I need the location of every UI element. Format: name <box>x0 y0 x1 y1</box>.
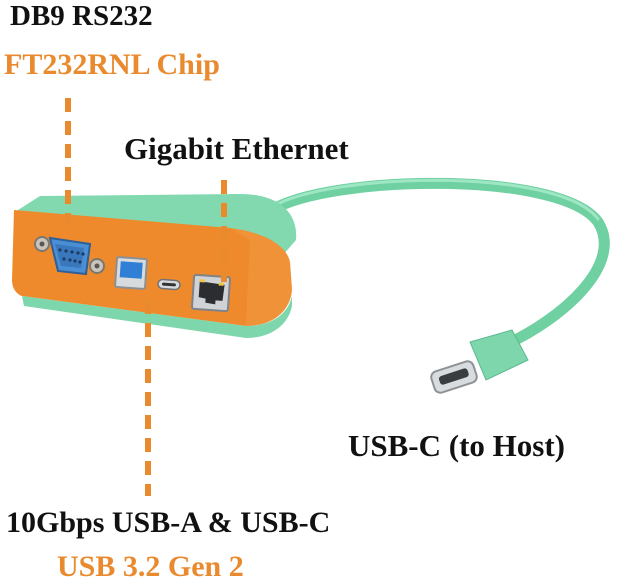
usb-a-port <box>114 256 148 290</box>
db9-label: DB9 RS232 <box>10 0 153 32</box>
usb-gen-label: USB 3.2 Gen 2 <box>57 550 244 583</box>
usb-c-cable-highlight <box>270 178 600 221</box>
db9-port <box>34 236 105 276</box>
host-connector-label: USB-C (to Host) <box>348 428 565 463</box>
usb-c-plug <box>430 329 529 394</box>
hub-bottom-rim <box>22 296 292 338</box>
usb-c-cable <box>266 177 610 351</box>
usb-c-port <box>157 278 181 291</box>
usb-ports-label: 10Gbps USB-A & USB-C <box>6 506 331 539</box>
ethernet-port <box>190 273 232 313</box>
ethernet-label: Gigabit Ethernet <box>124 131 349 166</box>
chip-label: FT232RNL Chip <box>4 48 220 81</box>
